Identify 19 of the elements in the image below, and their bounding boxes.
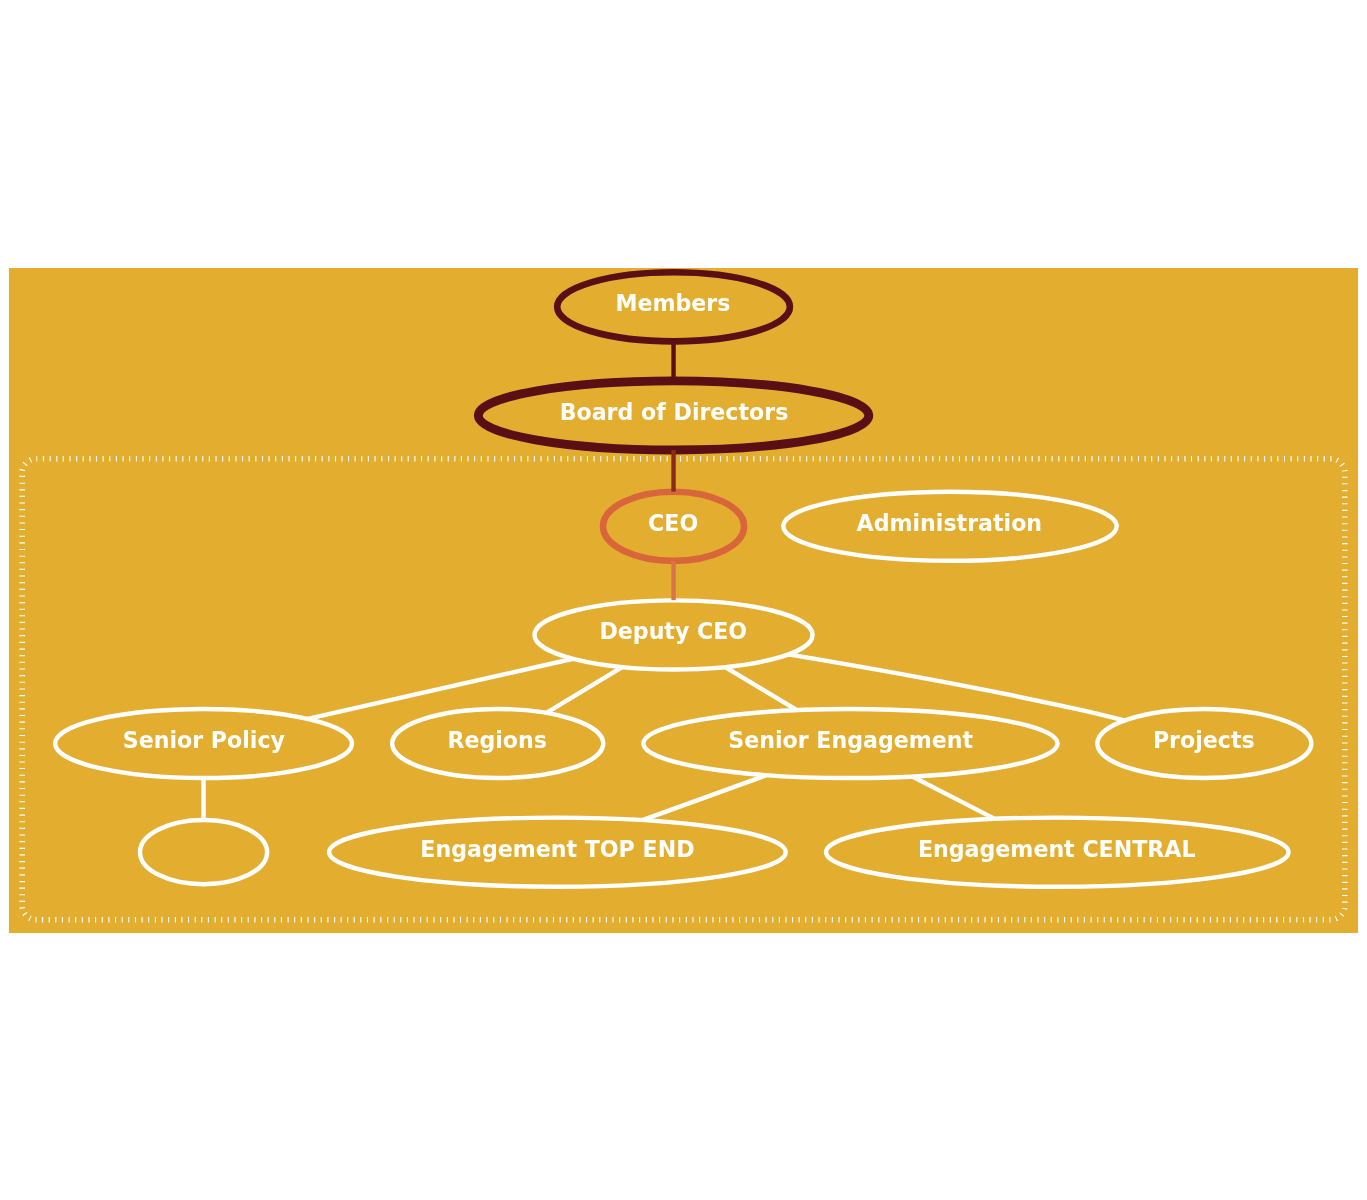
node-ellipse: Senior Engagement [641,706,1060,780]
connector [641,772,768,822]
connector [671,560,676,600]
cluster [19,455,1348,922]
connector [671,449,676,492]
node-ellipse: Engagement CENTRAL [823,814,1291,889]
node-ellipse: Senior Policy [52,706,355,780]
node-ellipse [137,817,270,886]
node-ellipse: Projects [1095,706,1314,780]
node-ellipse: Members [553,268,794,345]
connector [788,651,1126,723]
node-ellipse: CEO [599,487,748,564]
node-ellipse: Administration [781,489,1119,563]
node-ellipse: Board of Directors [473,376,874,454]
node-ellipse: Regions [390,706,606,780]
node-ellipse: Deputy CEO [532,597,815,672]
connector [307,656,574,721]
connector [201,777,206,820]
node-ellipse: Engagement TOP END [326,814,788,889]
